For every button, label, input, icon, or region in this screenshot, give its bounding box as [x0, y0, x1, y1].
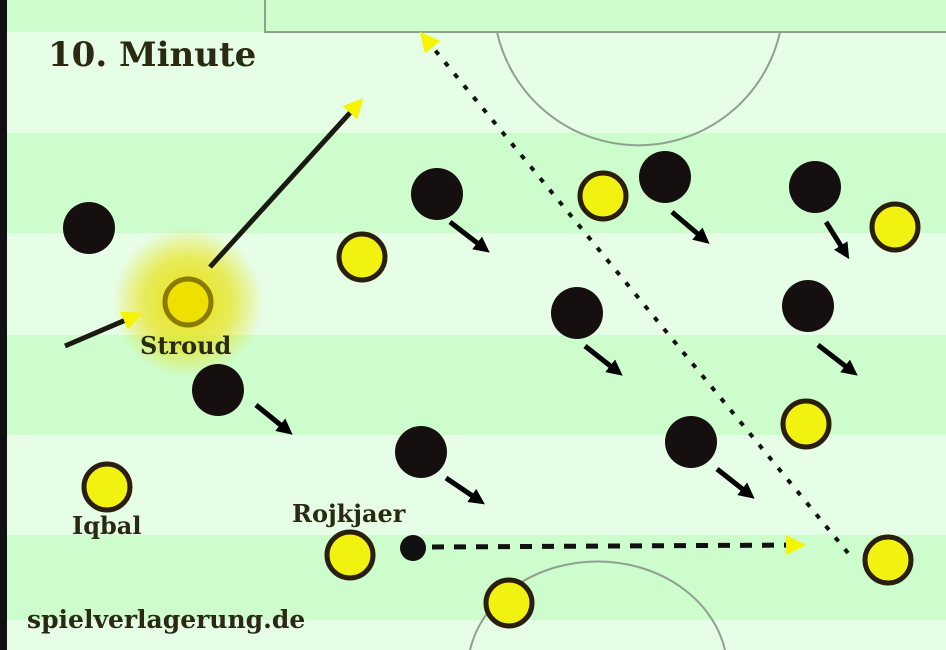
opponent-player [665, 416, 717, 468]
opponent-player [782, 280, 834, 332]
player-rojkjaer [324, 529, 376, 581]
player [780, 398, 832, 450]
pass-arrow [208, 98, 364, 269]
black-team [63, 151, 841, 478]
label-stroud: Stroud [140, 331, 232, 360]
watermark: spielverlagerung.de [27, 605, 305, 634]
player [336, 231, 388, 283]
player-stroud [162, 276, 214, 328]
opponent-player [395, 426, 447, 478]
yellow-team [81, 170, 921, 629]
label-iqbal: Iqbal [72, 511, 141, 540]
sideline [0, 0, 7, 650]
player [577, 170, 629, 222]
ball-pass-dashed [431, 535, 806, 556]
opponent-player [411, 168, 463, 220]
penalty-box [264, 0, 946, 33]
opponent-player [192, 364, 244, 416]
ball [400, 535, 426, 561]
penalty-arc [496, 31, 781, 147]
title: 10. Minute [48, 35, 256, 75]
player [862, 534, 914, 586]
opponent-player [63, 202, 115, 254]
opponent-player [789, 161, 841, 213]
label-rojkjaer: Rojkjaer [292, 499, 406, 528]
player-iqbal [81, 461, 133, 513]
player [869, 201, 921, 253]
switch-pass-dotted [419, 31, 850, 555]
stroud-run-arrow [64, 311, 143, 349]
movement-arrows [254, 210, 858, 505]
opponent-player [639, 151, 691, 203]
player [483, 577, 535, 629]
opponent-player [551, 287, 603, 339]
